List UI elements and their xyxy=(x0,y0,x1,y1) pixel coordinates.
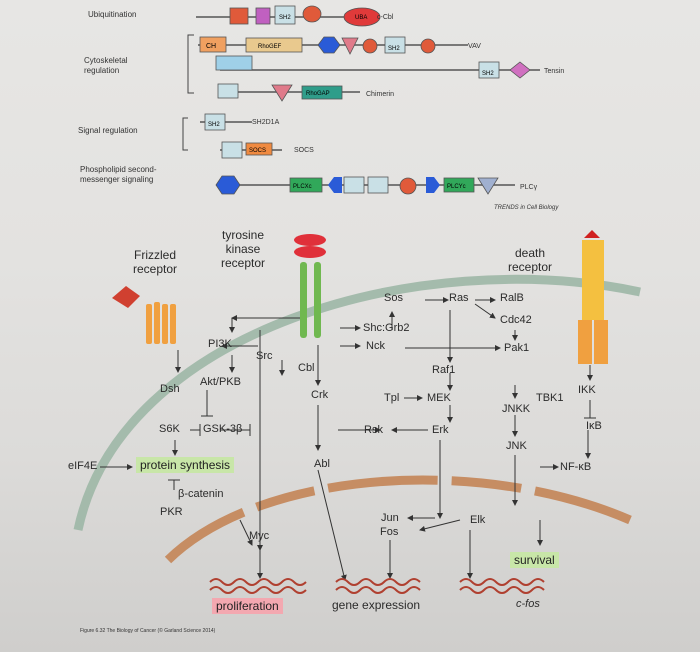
death-receptor-shape xyxy=(578,230,608,364)
row-label-signal: Signal regulation xyxy=(78,126,138,135)
node-rsk: Rsk xyxy=(364,424,383,436)
svg-text:SH2: SH2 xyxy=(482,71,494,77)
node-tpl: Tpl xyxy=(384,392,400,404)
node-nfkb: NF-κB xyxy=(560,461,592,473)
plcy-label: PLCγ xyxy=(520,184,538,191)
node-proliferation: proliferation xyxy=(212,598,283,614)
node-eif4e: eIF4E xyxy=(68,460,98,472)
svg-text:SH2: SH2 xyxy=(388,46,400,52)
node-elk: Elk xyxy=(470,514,486,526)
svg-text:SH2: SH2 xyxy=(279,15,291,21)
tensin-label: Tensin xyxy=(544,68,564,75)
protein-socs: SOCS xyxy=(220,141,282,159)
node-jun: Jun xyxy=(381,512,399,524)
protein-cbl: SH2 UBA xyxy=(196,5,381,27)
node-pkr: PKR xyxy=(160,506,183,518)
node-crk: Crk xyxy=(311,389,329,401)
node-dsh: Dsh xyxy=(160,383,180,395)
node-nck: Nck xyxy=(366,340,385,352)
svg-text:PLCXc: PLCXc xyxy=(293,184,312,190)
figure-caption: Figure 6.32 The Biology of Cancer (© Gar… xyxy=(80,628,216,634)
node-c-fos: c-fos xyxy=(516,598,540,610)
node-sos: Sos xyxy=(384,292,403,304)
nuclear-envelope xyxy=(164,475,632,564)
node-protein-synthesis: protein synthesis xyxy=(136,457,235,473)
cbl-label: c-Cbl xyxy=(377,14,394,21)
gene-strands xyxy=(209,578,545,594)
protein-vav: CH RhoGEF SH2 xyxy=(198,36,468,55)
node-mek: MEK xyxy=(427,392,451,404)
node-abl: Abl xyxy=(314,458,330,470)
protein-sh2d1a: SH2 xyxy=(200,113,252,131)
node-erk: Erk xyxy=(432,424,449,436)
sh2d1a-label: SH2D1A xyxy=(252,119,280,126)
node-cbl: Cbl xyxy=(298,362,315,374)
node-cdc42: Cdc42 xyxy=(500,314,532,326)
node-s6k: S6K xyxy=(159,423,180,435)
row-label-phospholipid: Phospholipid second- messenger signaling xyxy=(80,165,157,184)
node-ikb: IκB xyxy=(586,420,602,432)
svg-text:PLCYc: PLCYc xyxy=(447,184,466,190)
frizzled-label: Frizzled receptor xyxy=(133,248,178,276)
node-myc: Myc xyxy=(249,530,270,542)
node-jnkk: JNKK xyxy=(502,403,531,415)
svg-text:UBA: UBA xyxy=(355,15,367,21)
node-akt: Akt/PKB xyxy=(200,376,241,388)
node-ras: Ras xyxy=(449,292,469,304)
frizzled-receptor-shape xyxy=(112,286,176,344)
node-fos: Fos xyxy=(380,526,399,538)
svg-text:RhoGEF: RhoGEF xyxy=(258,44,282,50)
node-ralb: RalB xyxy=(500,292,524,304)
node-survival: survival xyxy=(510,552,559,568)
chimerin-label: Chimerin xyxy=(366,91,394,98)
svg-text:CH: CH xyxy=(206,43,216,50)
death-receptor-label: death receptor xyxy=(508,246,553,274)
vav-label: VAV xyxy=(468,43,481,50)
node-tbk1: TBK1 xyxy=(536,392,564,404)
node-pi3k: PI3K xyxy=(208,338,232,350)
node-gene-expression: gene expression xyxy=(332,598,421,612)
row-label-ubiquitination: Ubiquitination xyxy=(88,10,137,19)
rtk-receptor-shape xyxy=(294,234,326,338)
protein-plcy: PLCXc PLCYc xyxy=(215,175,515,195)
node-shc-grb2: Shc:Grb2 xyxy=(363,322,410,334)
node-ikk: IKK xyxy=(578,384,596,396)
svg-text:SH2: SH2 xyxy=(208,122,220,128)
protein-tensin: SH2 xyxy=(215,55,540,79)
domain-table: SH2 UBA c-Cbl CH RhoGEF SH2 VAV SH2 xyxy=(182,5,564,211)
node-raf1: Raf1 xyxy=(432,364,456,376)
rtk-label: tyrosine kinase receptor xyxy=(221,228,266,270)
protein-chimerin: RhoGAP xyxy=(217,83,360,102)
svg-text:SOCS: SOCS xyxy=(249,148,266,154)
svg-text:RhoGAP: RhoGAP xyxy=(306,91,330,97)
node-pak1: Pak1 xyxy=(504,342,530,354)
row-label-cytoskeletal: Cytoskeletal regulation xyxy=(84,56,128,75)
trends-credit: TRENDS in Cell Biology xyxy=(494,205,559,211)
node-gsk3b: GSK-3β xyxy=(203,423,243,435)
socs-label: SOCS xyxy=(294,147,314,154)
node-b-catenin: β-catenin xyxy=(178,488,224,500)
node-jnk: JNK xyxy=(506,440,527,452)
node-src: Src xyxy=(256,350,273,362)
